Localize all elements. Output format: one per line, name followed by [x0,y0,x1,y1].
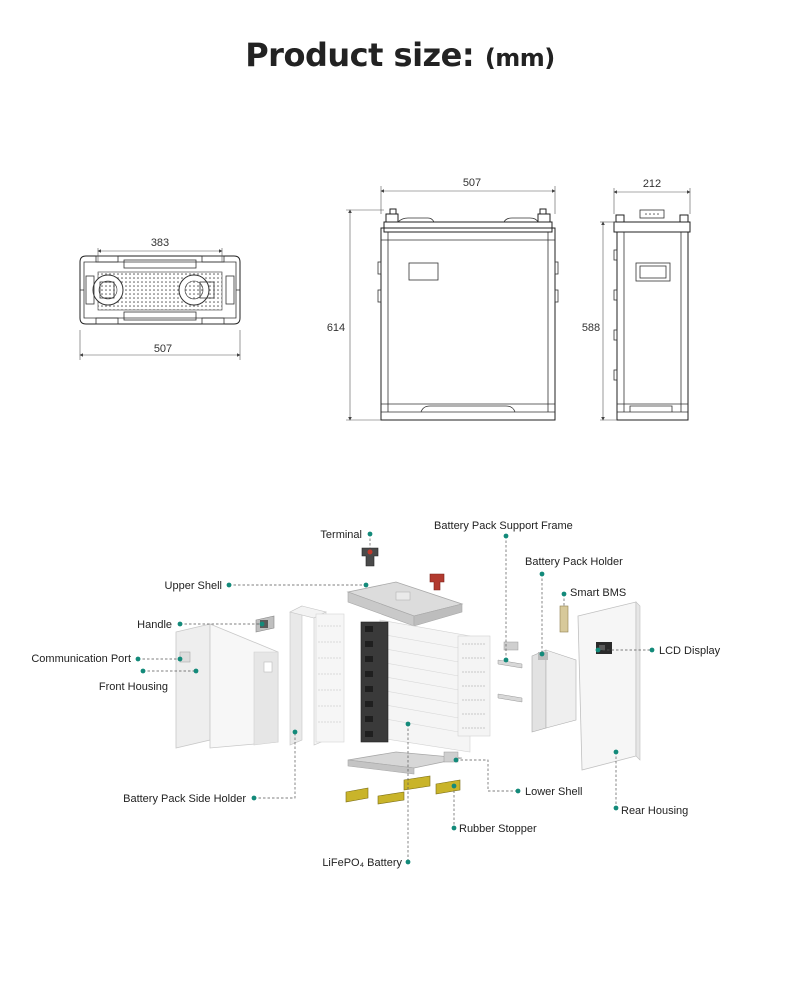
label-handle: Handle [137,619,172,631]
side-view-drawing [613,209,691,421]
label-communication-port: Communication Port [31,653,131,665]
title-unit: (mm) [484,44,555,72]
front-housing-part [175,623,279,749]
label-smart-bms: Smart BMS [570,587,626,599]
title-text: Product size [245,36,462,74]
front-view-drawing [377,208,559,421]
label-side-holder: Battery Pack Side Holder [123,793,246,805]
label-upper-shell: Upper Shell [165,580,222,592]
spacer-cards [315,613,345,743]
top-inner-width-dimension: 383 [97,237,223,262]
label-rear-housing: Rear Housing [621,805,688,817]
label-lifepo4-battery: LiFePO₄ Battery [322,857,402,869]
label-rubber-stopper: Rubber Stopper [459,823,537,835]
cell-holders [457,635,491,737]
label-support-frame: Battery Pack Support Frame [434,520,573,532]
front-width-dimension: 507 [380,177,556,214]
lower-shell-part [347,751,463,775]
callout-dots [135,531,655,865]
side-height-dimension: 588 [580,221,617,421]
exploded-view: Terminal Battery Pack Support Frame Batt… [31,520,720,869]
lifepo4-cells [360,621,389,743]
pack-holder-part [531,649,577,733]
front-width-label: 507 [463,177,481,189]
terminal-part [361,547,445,591]
label-lower-shell: Lower Shell [525,786,582,798]
label-lcd-display: LCD Display [659,645,721,657]
upper-shell-part [346,581,464,627]
top-outer-width-label: 507 [154,343,172,355]
front-height-dimension: 614 [326,209,384,421]
title-separator: : [461,36,475,74]
page-title: Product size: (mm) [0,36,800,74]
side-height-label: 588 [582,322,600,334]
side-depth-dimension: 212 [613,178,691,214]
battery-plates [379,619,471,753]
label-terminal: Terminal [320,529,362,541]
label-pack-holder: Battery Pack Holder [525,556,623,568]
front-height-label: 614 [327,322,345,334]
top-inner-width-label: 383 [151,237,169,249]
rear-housing-part [577,601,641,771]
side-depth-label: 212 [643,178,661,190]
leader-lines [138,534,652,862]
top-view-drawing [79,255,241,325]
support-frame-part [497,641,523,703]
label-front-housing: Front Housing [99,681,168,693]
callout-labels: Terminal Battery Pack Support Frame Batt… [31,520,720,869]
top-outer-width-dimension: 507 [79,330,241,360]
smart-bms-part [559,605,569,633]
rubber-stoppers [345,775,461,805]
